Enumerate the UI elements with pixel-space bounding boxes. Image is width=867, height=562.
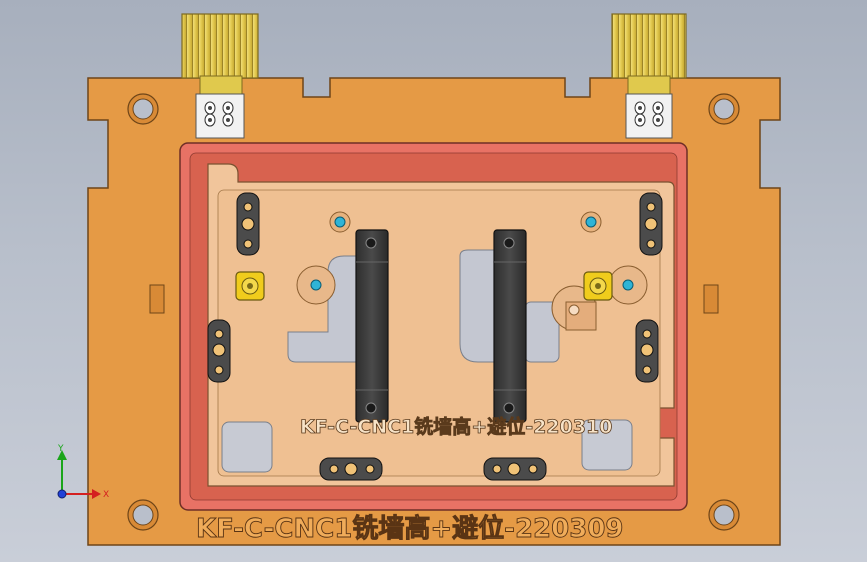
mounting-holes — [127, 93, 740, 531]
gear-assembly-left[interactable] — [181, 13, 259, 139]
mounting-hole-top-right[interactable] — [708, 93, 740, 125]
y-axis-label: Y — [57, 444, 64, 454]
clamp-right-body — [493, 229, 527, 423]
axis-triad[interactable]: Y X — [57, 444, 109, 500]
slot-bar-right-mid[interactable] — [635, 319, 659, 383]
relief-cutout-bottom-right[interactable] — [581, 419, 633, 471]
locating-pin-top-right[interactable] — [580, 211, 602, 233]
locating-pin-mid-left[interactable] — [296, 265, 336, 305]
gear-left-collar — [199, 75, 243, 97]
yellow-block-left[interactable] — [235, 271, 265, 301]
mounting-hole-bottom-right[interactable] — [708, 499, 740, 531]
relief-cutout-right[interactable] — [459, 249, 495, 363]
round-boss-right[interactable] — [551, 285, 597, 331]
slot-bar-bottom-right[interactable] — [483, 457, 547, 481]
engraving-inner: KF-C-CNC1铣墙高+避位-220310 — [300, 415, 612, 438]
locating-pin-mid-right[interactable] — [608, 265, 648, 305]
mounting-hole-bottom-left[interactable] — [127, 499, 159, 531]
yellow-block-right[interactable] — [583, 271, 613, 301]
gear-right-bolts — [634, 101, 664, 127]
gear-left-block — [195, 93, 245, 139]
locating-pin-top-left[interactable] — [329, 211, 351, 233]
z-axis-marker — [57, 489, 67, 499]
locating-pins — [296, 211, 648, 331]
side-notch-right — [703, 284, 719, 314]
gear-right-collar — [627, 75, 671, 97]
mounting-hole-top-left[interactable] — [127, 93, 159, 125]
gear-right — [611, 13, 687, 79]
clamp-left[interactable] — [355, 229, 389, 423]
slot-bar-right-top[interactable] — [639, 192, 663, 256]
slot-bar-left-top[interactable] — [236, 192, 260, 256]
engraving-outer: KF-C-CNC1铣墙高+避位-220309 — [196, 513, 624, 544]
x-axis-label: X — [103, 490, 109, 500]
gear-left-bolts — [204, 101, 234, 127]
y-axis-arrowhead — [57, 450, 67, 460]
relief-cutout-bottom-left[interactable] — [221, 421, 273, 473]
side-notch-left — [149, 284, 165, 314]
clamp-right[interactable] — [493, 229, 527, 423]
x-axis-arrowhead — [92, 489, 101, 499]
slot-bar-left-mid[interactable] — [207, 319, 231, 383]
gear-assembly-right[interactable] — [611, 13, 687, 139]
clamp-left-body — [355, 229, 389, 423]
slot-bar-bottom-left[interactable] — [319, 457, 383, 481]
pocket-floor[interactable] — [207, 163, 675, 487]
gear-right-block — [625, 93, 673, 139]
gear-left — [181, 13, 259, 79]
